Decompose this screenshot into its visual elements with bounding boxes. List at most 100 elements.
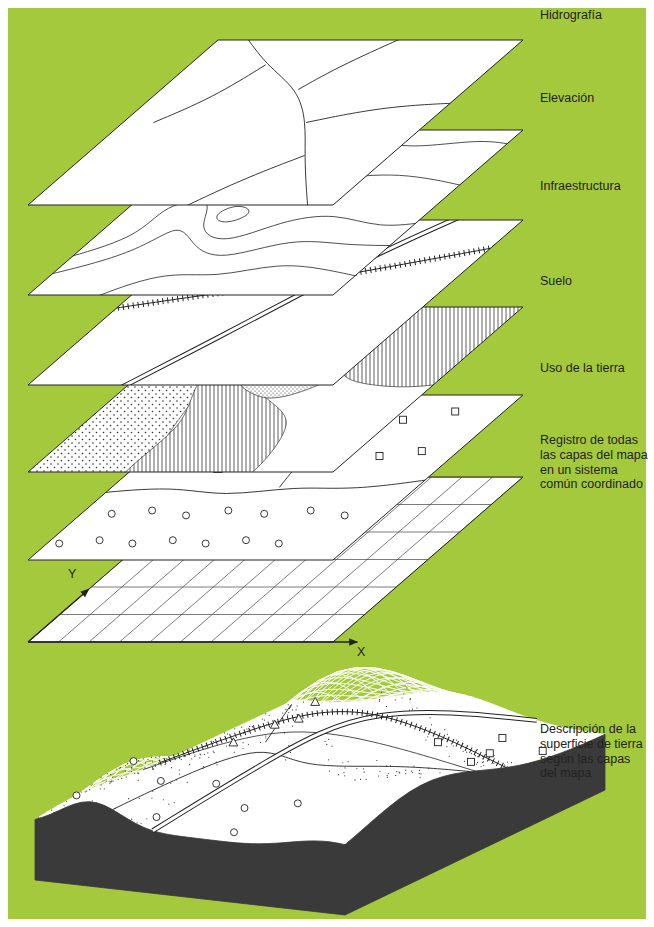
- stipple-dot: [170, 783, 171, 784]
- stipple-dot: [412, 709, 413, 710]
- stipple-dot: [165, 764, 166, 765]
- stipple-dot: [158, 763, 159, 764]
- river-line: [243, 32, 309, 214]
- stipple-dot: [153, 769, 154, 770]
- stipple-dot: [493, 763, 494, 764]
- stipple-dot: [125, 765, 126, 766]
- triangle-symbols: [229, 697, 320, 746]
- stipple-dot: [188, 750, 189, 751]
- stipple-dot: [264, 719, 265, 720]
- stipple-dot: [343, 772, 344, 773]
- stipple-dot: [189, 764, 190, 765]
- stipple-dot: [66, 801, 67, 802]
- map-layer: [28, 32, 523, 214]
- circle-symbol: [225, 507, 232, 514]
- stipple-dot: [138, 760, 139, 761]
- stipple-dot: [427, 736, 428, 737]
- stipple-dot: [224, 732, 225, 733]
- stipple-dot: [356, 768, 357, 769]
- stipple-dot: [420, 773, 421, 774]
- stipple-dot: [507, 766, 508, 767]
- stipple-dot: [216, 764, 217, 765]
- stipple-dot: [53, 812, 54, 813]
- stipple-dot: [109, 783, 110, 784]
- stipple-dot: [208, 757, 209, 758]
- stipple-dot: [366, 779, 367, 780]
- stipple-dot: [429, 717, 430, 718]
- circle-symbol: [169, 537, 176, 544]
- stipple-dot: [152, 761, 153, 762]
- stipple-dot: [379, 699, 380, 700]
- stipple-dot: [483, 765, 484, 766]
- stipple-dot: [386, 706, 387, 707]
- circle-symbols: [73, 758, 301, 836]
- stipple-dot: [260, 742, 261, 743]
- layer-label: Suelo: [540, 274, 648, 289]
- stipple-dot: [326, 744, 327, 745]
- stipple-dot: [104, 788, 105, 789]
- layer-content: [154, 32, 467, 214]
- triangle-symbol: [270, 720, 279, 728]
- stipple-dot: [466, 752, 467, 753]
- stipple-dot: [425, 739, 426, 740]
- stipple-dot: [145, 762, 146, 763]
- stipple-dot: [265, 737, 266, 738]
- stipple-dot: [204, 754, 205, 755]
- stipple-dot: [152, 768, 153, 769]
- stipple-dot: [288, 712, 289, 713]
- stipple-dot: [200, 754, 201, 755]
- stipple-dot: [483, 761, 484, 762]
- stipple-dot: [131, 771, 132, 772]
- stipple-dot: [399, 772, 400, 773]
- stipple-dot: [381, 692, 382, 693]
- triangle-symbol: [229, 738, 238, 746]
- grid-line: [60, 614, 365, 615]
- stipple-dot: [413, 765, 414, 766]
- stipple-dot: [146, 818, 147, 819]
- triangle-symbol: [294, 714, 303, 722]
- stipple-dot: [179, 769, 180, 770]
- stipple-dot: [131, 819, 132, 820]
- square-symbol: [435, 739, 442, 746]
- stipple-dot: [140, 823, 141, 824]
- circle-symbol: [73, 792, 80, 799]
- stipple-dot: [431, 724, 432, 725]
- stipple-dot: [126, 776, 127, 777]
- stipple-dot: [388, 773, 389, 774]
- circle-symbol: [130, 758, 137, 765]
- stipple-dot: [285, 709, 286, 710]
- stipple-dot: [265, 713, 266, 714]
- stipple-dot: [143, 769, 144, 770]
- contour-line: [32, 230, 406, 278]
- triangle-symbol: [311, 697, 320, 705]
- circle-symbol: [153, 814, 160, 821]
- terrain-block: [35, 668, 605, 915]
- circle-symbol: [183, 512, 190, 519]
- stipple-dot: [379, 771, 380, 772]
- stipple-dot: [242, 742, 243, 743]
- stipple-dot: [347, 761, 348, 762]
- stipple-dot: [134, 773, 135, 774]
- stipple-dot: [412, 772, 413, 773]
- stipple-dot: [290, 752, 291, 753]
- circle-symbol: [129, 540, 136, 547]
- stipple-dot: [401, 697, 402, 698]
- layer-label: Descripción de la superficie de tierra s…: [540, 722, 646, 781]
- stipple-dot: [292, 709, 293, 710]
- stipple-dot: [168, 804, 169, 805]
- stipple-dot: [403, 693, 404, 694]
- stipple-dot: [111, 781, 112, 782]
- stipple-dot: [128, 798, 129, 799]
- stipple-dot: [252, 726, 253, 727]
- stipple-dot: [246, 728, 247, 729]
- stipple-dot: [471, 753, 472, 754]
- stipple-dot: [262, 719, 263, 720]
- stipple-dot: [328, 759, 329, 760]
- stipple-dot: [446, 746, 447, 747]
- stipple-dot: [194, 756, 195, 757]
- stipple-dot: [119, 768, 120, 769]
- circle-symbol: [56, 540, 63, 547]
- stipple-dot: [127, 763, 128, 764]
- stipple-dot: [159, 756, 160, 757]
- stipple-dot: [344, 767, 345, 768]
